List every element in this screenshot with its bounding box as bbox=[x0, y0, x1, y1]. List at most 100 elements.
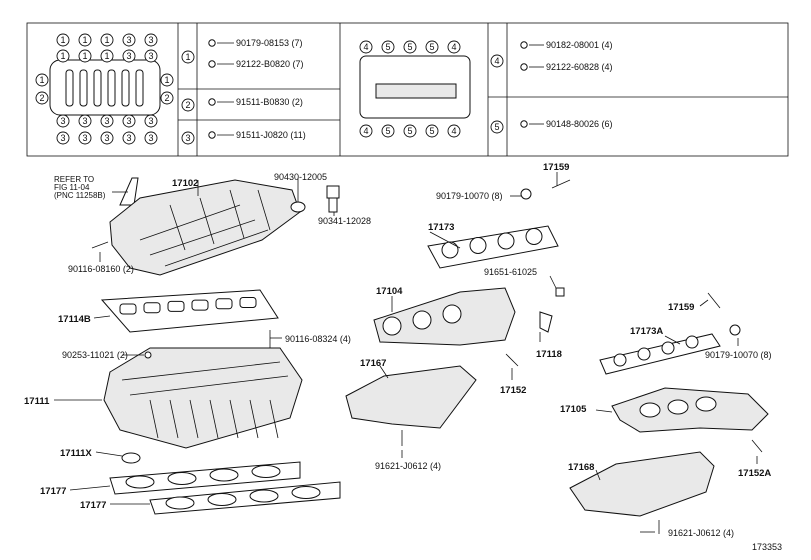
bolt-key-circle: 3 bbox=[78, 114, 92, 128]
svg-text:3: 3 bbox=[148, 51, 153, 61]
bolt-key-circle: 3 bbox=[144, 131, 158, 145]
fastener-icon bbox=[208, 98, 216, 106]
svg-text:5: 5 bbox=[385, 42, 390, 52]
bolt-key-circle: 2 bbox=[35, 91, 49, 105]
label-17168: 17168 bbox=[568, 462, 594, 473]
bolt-key-circle: 1 bbox=[56, 33, 70, 47]
fastener-icon bbox=[520, 41, 528, 49]
label-17177-a: 17177 bbox=[40, 486, 66, 497]
legend-part-number: 91511-J0820 (11) bbox=[236, 130, 306, 140]
label-17152A: 17152A bbox=[738, 468, 771, 479]
svg-text:1: 1 bbox=[60, 35, 65, 45]
svg-text:1: 1 bbox=[104, 51, 109, 61]
intake-plenum-shape bbox=[109, 179, 301, 276]
label-17173: 17173 bbox=[428, 222, 454, 233]
label-90341: 90341-12028 bbox=[318, 216, 371, 226]
exhaust-manifold-lh bbox=[569, 292, 769, 534]
svg-text:2: 2 bbox=[185, 100, 190, 110]
leader-lines bbox=[54, 172, 758, 533]
svg-text:3: 3 bbox=[148, 35, 153, 45]
nut-key-circle: 5 bbox=[403, 40, 417, 54]
bolt-key-circle: 1 bbox=[78, 33, 92, 47]
bolt-key-circle: 3 bbox=[122, 114, 136, 128]
bolt-key-circle: 3 bbox=[144, 49, 158, 63]
label-90430: 90430-12005 bbox=[274, 172, 327, 182]
legend-part-number: 90182-08001 (4) bbox=[546, 40, 613, 50]
label-17159-a: 17159 bbox=[543, 162, 569, 173]
svg-text:5: 5 bbox=[407, 126, 412, 136]
nut-key-circle: 5 bbox=[381, 40, 395, 54]
nut-key-circle: 5 bbox=[425, 40, 439, 54]
svg-text:3: 3 bbox=[126, 51, 131, 61]
svg-text:4: 4 bbox=[451, 126, 456, 136]
svg-text:3: 3 bbox=[148, 133, 153, 143]
port-slot bbox=[107, 69, 116, 107]
bolt-key-circle: 3 bbox=[144, 33, 158, 47]
svg-text:1: 1 bbox=[60, 51, 65, 61]
port-slot bbox=[65, 69, 74, 107]
port-slot bbox=[79, 69, 88, 107]
svg-text:3: 3 bbox=[60, 133, 65, 143]
legend-key-4: 4 bbox=[490, 54, 504, 68]
label-17118: 17118 bbox=[536, 349, 562, 360]
svg-text:1: 1 bbox=[104, 35, 109, 45]
label-17152: 17152 bbox=[500, 385, 526, 396]
svg-text:5: 5 bbox=[385, 126, 390, 136]
svg-text:2: 2 bbox=[39, 93, 44, 103]
svg-text:4: 4 bbox=[451, 42, 456, 52]
svg-text:3: 3 bbox=[126, 35, 131, 45]
label-17159-b: 17159 bbox=[668, 302, 694, 313]
svg-text:5: 5 bbox=[407, 42, 412, 52]
label-17102: 17102 bbox=[172, 178, 198, 189]
nut-key-circle: 5 bbox=[425, 124, 439, 138]
port-slot bbox=[121, 69, 130, 107]
legend-part-number: 91511-B0830 (2) bbox=[236, 97, 303, 107]
bolt-key-circle: 3 bbox=[144, 114, 158, 128]
svg-text:3: 3 bbox=[104, 116, 109, 126]
nut-key-circle: 4 bbox=[359, 124, 373, 138]
legend-key-3: 3 bbox=[181, 131, 195, 145]
legend-part-number: 90179-08153 (7) bbox=[236, 38, 303, 48]
svg-text:3: 3 bbox=[82, 133, 87, 143]
bolt-key-circle: 2 bbox=[160, 91, 174, 105]
nut-key-circle: 4 bbox=[359, 40, 373, 54]
nut-key-circle: 4 bbox=[447, 40, 461, 54]
svg-text:1: 1 bbox=[164, 75, 169, 85]
svg-text:4: 4 bbox=[494, 56, 499, 66]
bolt-key-circle: 1 bbox=[100, 49, 114, 63]
label-17111: 17111 bbox=[24, 396, 50, 407]
label-91621-a: 91621-J0612 (4) bbox=[375, 461, 441, 471]
refer-note-line2: FIG 11-04 bbox=[54, 183, 90, 192]
bolt-key-circle: 3 bbox=[122, 33, 136, 47]
svg-text:3: 3 bbox=[126, 116, 131, 126]
label-17167: 17167 bbox=[360, 358, 386, 369]
bolt-key-circle: 3 bbox=[78, 131, 92, 145]
exhaust-manifold-rh bbox=[345, 179, 571, 446]
bolt-key-circle: 3 bbox=[56, 131, 70, 145]
fastener-icon bbox=[208, 131, 216, 139]
bolt-key-circle: 1 bbox=[160, 73, 174, 87]
fastener-icon bbox=[208, 60, 216, 68]
refer-note-line1: REFER TO bbox=[54, 175, 94, 184]
label-91651: 91651-61025 bbox=[484, 267, 537, 277]
bolt-key-circle: 3 bbox=[56, 114, 70, 128]
svg-text:3: 3 bbox=[185, 133, 190, 143]
label-17111X: 17111X bbox=[60, 448, 92, 459]
legend-key-2: 2 bbox=[181, 98, 195, 112]
nut-key-circle: 5 bbox=[403, 124, 417, 138]
svg-text:3: 3 bbox=[126, 133, 131, 143]
legend-key-1: 1 bbox=[181, 50, 195, 64]
bolt-key-circle: 3 bbox=[100, 114, 114, 128]
nut-key-circle: 4 bbox=[447, 124, 461, 138]
nut-key-circle: 5 bbox=[381, 124, 395, 138]
bolt-key-circle: 1 bbox=[100, 33, 114, 47]
svg-text:1: 1 bbox=[82, 35, 87, 45]
fastener-icon bbox=[520, 63, 528, 71]
exhaust-gasket-map: 4 5 5 5 4 4 5 5 5 4 bbox=[359, 40, 471, 138]
svg-text:1: 1 bbox=[39, 75, 44, 85]
svg-text:3: 3 bbox=[104, 133, 109, 143]
intake-manifold-assembly bbox=[91, 177, 341, 515]
